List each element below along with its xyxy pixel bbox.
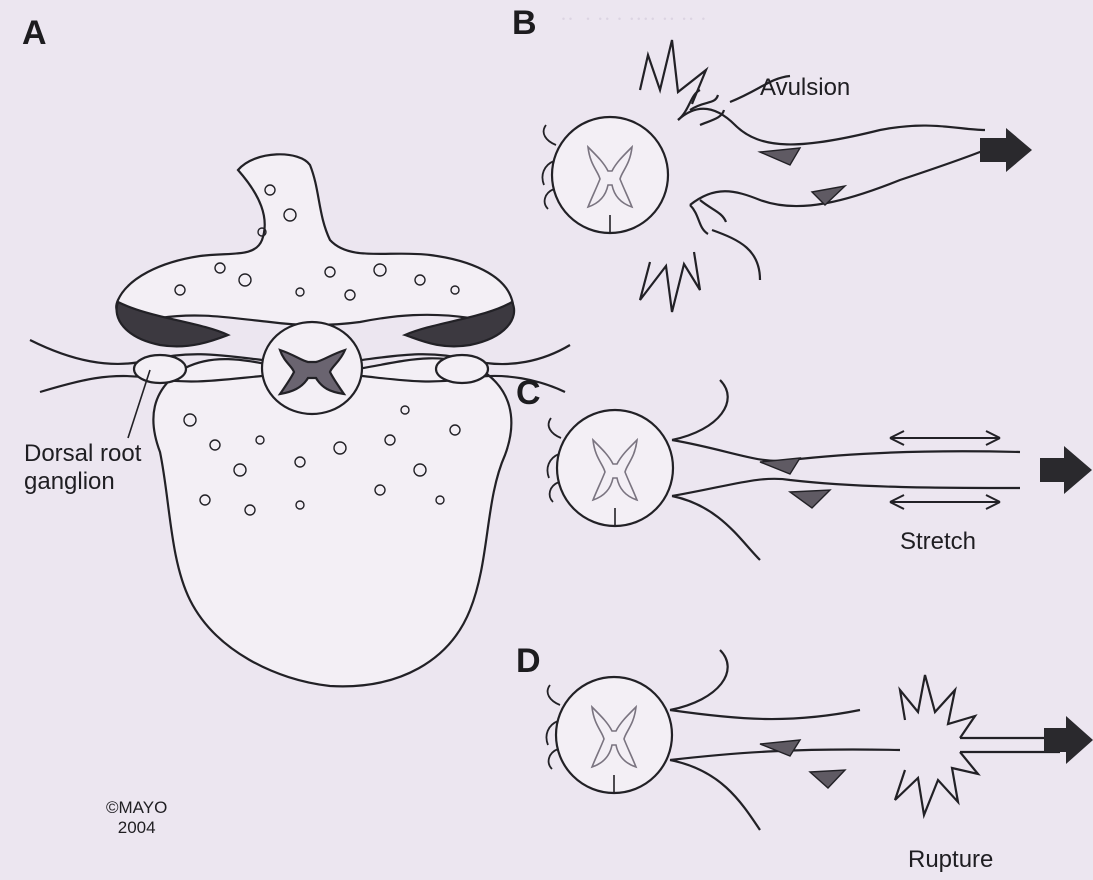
panel-d-rupture: [546, 650, 1060, 830]
vertebral-arch: [116, 154, 513, 325]
panel-a-vertebra: [30, 154, 570, 686]
avulsion-frayed-end-upper: [678, 90, 724, 125]
stretch-arrows: [890, 431, 1000, 509]
dorsal-root-ganglion-label-line2: ganglion: [24, 468, 141, 496]
avulsion-frayed-end-lower: [690, 200, 726, 234]
stretch-label: Stretch: [900, 528, 976, 556]
pull-arrow-b: [980, 128, 1032, 172]
rupture-starburst: [895, 675, 978, 815]
copyright-line1: ©MAYO: [106, 798, 167, 818]
panel-d-letter: D: [516, 642, 541, 681]
copyright-line2: 2004: [106, 818, 167, 838]
panel-a-letter: A: [22, 14, 47, 53]
dorsal-root-ganglion-label: Dorsal root ganglion: [24, 440, 141, 496]
pull-arrow-d: [1044, 716, 1093, 764]
dorsal-root-ganglion-left: [134, 355, 186, 383]
ganglion-leader-line: [128, 370, 150, 438]
dorsal-root-ganglion-label-line1: Dorsal root: [24, 440, 141, 468]
panel-b-letter: B: [512, 4, 537, 43]
avulsion-label: Avulsion: [760, 74, 850, 102]
dorsal-root-ganglion-right: [436, 355, 488, 383]
panel-c-letter: C: [516, 374, 541, 413]
pull-arrow-c: [1040, 446, 1092, 494]
rupture-label: Rupture: [908, 846, 993, 874]
copyright-notice: ©MAYO 2004: [106, 798, 167, 838]
